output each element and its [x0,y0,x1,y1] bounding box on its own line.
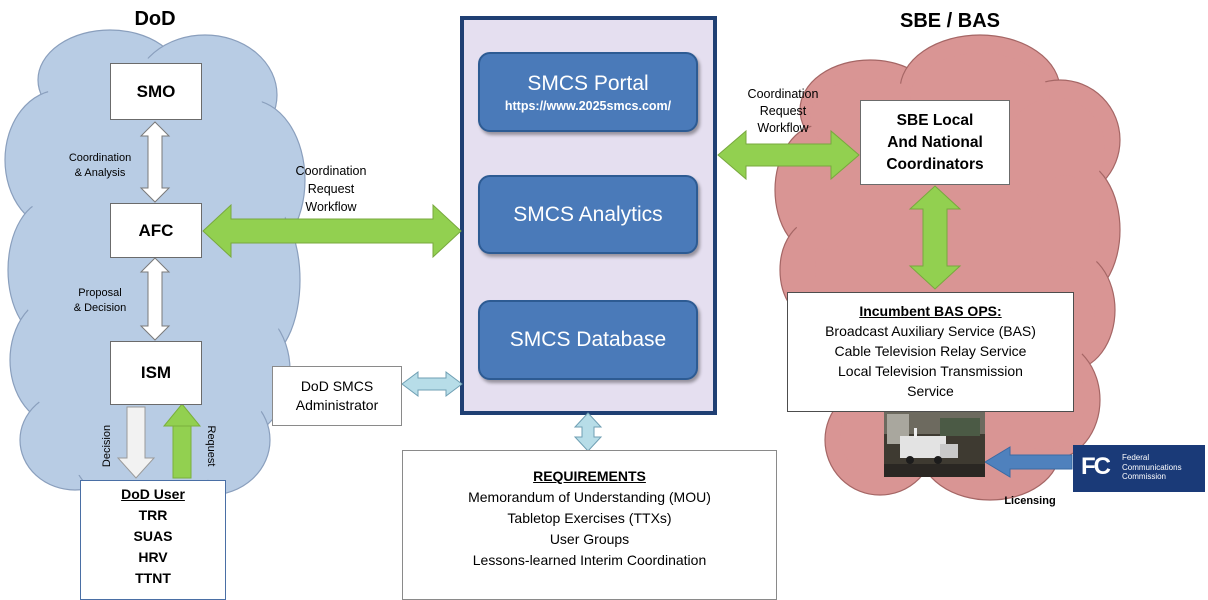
fcc-logo-name: Federal Communications Commission [1122,453,1182,481]
requirements-title: REQUIREMENTS [533,468,646,484]
dod-user-box: DoD User TRR SUAS HRV TTNT [80,480,226,600]
requirements-item: Lessons-learned Interim Coordination [472,552,707,568]
afc-ism-double-arrow [139,257,171,341]
ism-box: ISM [110,341,202,405]
sbe-vertical-double-arrow [908,185,962,290]
smcs-database-label: SMCS Database [509,328,667,351]
requirements-box: REQUIREMENTS Memorandum of Understanding… [402,450,777,600]
smcs-portal-button[interactable]: SMCS Portal https://www.2025smcs.com/ [478,52,698,132]
decision-arrow [116,406,156,479]
ism-label: ISM [140,363,172,382]
smo-label: SMO [136,81,176,101]
workflow-label-left: Coordination Request Workflow [295,164,367,214]
licensing-label: Licensing [1004,495,1056,507]
smcs-database-button[interactable]: SMCS Database [478,300,698,380]
requirements-item: Memorandum of Understanding (MOU) [468,489,711,505]
sbe-bas-heading: SBE / BAS [899,10,1001,32]
dod-user-title: DoD User [121,486,185,502]
smcs-analytics-label: SMCS Analytics [513,202,663,226]
fcc-logo-mark: FC [1081,453,1111,480]
coordination-analysis-label: Coordination & Analysis [68,152,132,179]
smcs-requirements-double-arrow [573,412,603,452]
afc-label: AFC [138,220,174,240]
smo-box: SMO [110,63,202,120]
requirements-item: Tabletop Exercises (TTXs) [507,510,672,526]
incumbent-bas-ops-box: Incumbent BAS OPS: Broadcast Auxiliary S… [787,292,1074,412]
afc-box: AFC [110,203,202,258]
bas-ops-item: Cable Television Relay Service [834,343,1027,359]
decision-label: Decision [101,424,113,468]
dod-user-item: SUAS [133,528,173,544]
bas-ops-item: Broadcast Auxiliary Service (BAS) [825,323,1036,339]
request-arrow [172,424,192,479]
dod-user-item: TRR [138,507,168,523]
smo-afc-double-arrow [139,121,171,203]
afc-smcs-double-arrow [202,203,462,259]
dod-user-item: TTNT [135,570,171,586]
sbe-coordinators-box: SBE Local And National Coordinators [860,100,1010,185]
admin-smcs-double-arrow [401,371,463,397]
fcc-badge [1073,445,1205,492]
bas-truck-photo [884,412,985,477]
smcs-sbe-double-arrow [717,129,860,181]
workflow-label-right: Coordination Request Workflow [747,87,819,135]
incumbent-bas-ops-title: Incumbent BAS OPS: [859,303,1002,319]
request-label: Request [205,425,217,467]
requirements-item: User Groups [549,531,630,547]
bas-ops-item: Service [907,383,954,399]
bas-ops-item: Local Television Transmission [838,363,1023,379]
dod-heading: DoD [134,8,176,30]
smcs-portal-url[interactable]: https://www.2025smcs.com/ [504,98,672,113]
dod-user-item: HRV [138,549,168,565]
dod-smcs-administrator-box: DoD SMCS Administrator [272,366,402,426]
proposal-decision-label: Proposal & Decision [73,287,127,314]
licensing-arrow [984,446,1073,478]
smcs-analytics-button[interactable]: SMCS Analytics [478,175,698,254]
smcs-portal-title: SMCS Portal [527,71,649,95]
